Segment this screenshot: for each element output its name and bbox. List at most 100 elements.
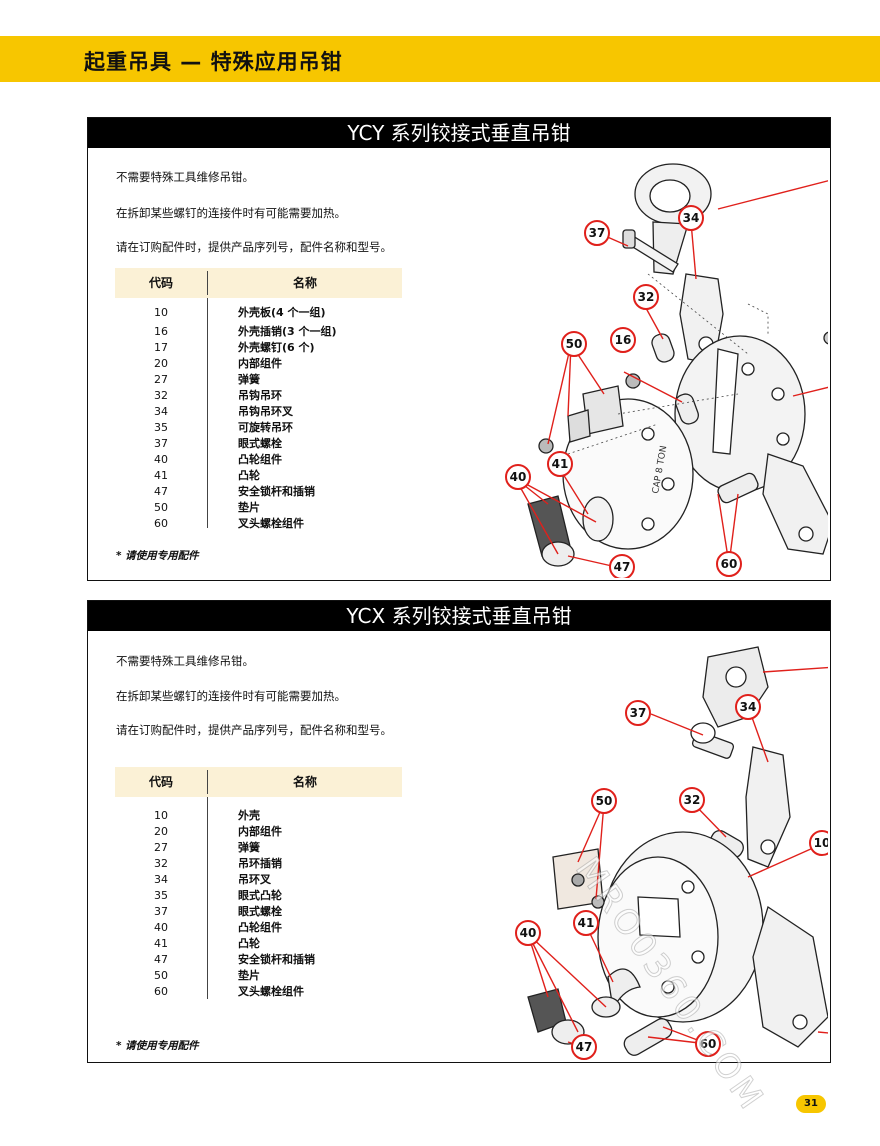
column-divider: [207, 797, 208, 999]
part-code: 35: [154, 421, 168, 434]
callout-label: 40: [510, 470, 527, 484]
table-row: 20 内部组件: [115, 824, 395, 840]
part-code: 47: [154, 485, 168, 498]
callout-label: 47: [614, 560, 631, 574]
panel-ycx: YCX 系列铰接式垂直吊钳 不需要特殊工具维修吊钳。 在拆卸某些螺钉的连接件时有…: [87, 600, 831, 1063]
table-header: 代码 名称: [115, 268, 402, 298]
table-row: 34 吊环叉: [115, 872, 395, 888]
note-text: 请在订购配件时，提供产品序列号，配件名称和型号。: [116, 723, 392, 737]
part-name: 眼式螺栓: [238, 437, 282, 450]
table-row: 50 垫片: [115, 500, 395, 516]
note-text: 请在订购配件时，提供产品序列号，配件名称和型号。: [116, 240, 392, 254]
callout-label: 41: [578, 916, 595, 930]
panel-title: YCX 系列铰接式垂直吊钳: [88, 601, 830, 631]
note-text: 不需要特殊工具维修吊钳。: [116, 654, 254, 668]
header-bar: 起重吊具 — 特殊应用吊钳: [0, 36, 880, 82]
part-name: 外壳: [238, 809, 260, 822]
table-row: 47 安全锁杆和插销: [115, 484, 395, 500]
part-code: 10: [154, 306, 168, 319]
callout-label: 50: [596, 794, 613, 808]
callout-label: 32: [684, 793, 701, 807]
note-text: 在拆卸某些螺钉的连接件时有可能需要加热。: [116, 206, 346, 220]
part-name: 内部组件: [238, 825, 282, 838]
panel-ycy: YCY 系列铰接式垂直吊钳 不需要特殊工具维修吊钳。 在拆卸某些螺钉的连接件时有…: [87, 117, 831, 581]
part-code: 50: [154, 501, 168, 514]
table-row: 10 外壳板(4 个一组): [115, 305, 395, 321]
part-code: 34: [154, 873, 168, 886]
table-row: 10 外壳: [115, 808, 395, 824]
part-name: 垫片: [238, 501, 260, 514]
table-row: 40 凸轮组件: [115, 452, 395, 468]
part-name: 安全锁杆和插销: [238, 953, 315, 966]
part-name: 吊钩吊环叉: [238, 405, 293, 418]
part-name: 眼式螺栓: [238, 905, 282, 918]
part-code: 41: [154, 469, 168, 482]
part-name: 吊环叉: [238, 873, 271, 886]
callout-label: 50: [566, 337, 583, 351]
table-row: 20 内部组件: [115, 356, 395, 372]
part-name: 叉头螺栓组件: [238, 517, 304, 530]
callout-label: 60: [721, 557, 738, 571]
part-name: 凸轮组件: [238, 453, 282, 466]
callout-label: 41: [552, 457, 569, 471]
table-row: 35 可旋转吊环: [115, 420, 395, 436]
part-name: 弹簧: [238, 373, 260, 386]
callout-label: 34: [740, 700, 757, 714]
callout-label: 60: [700, 1037, 717, 1051]
column-header-name: 名称: [292, 276, 317, 290]
part-code: 40: [154, 453, 168, 466]
part-code: 41: [154, 937, 168, 950]
part-name: 外壳螺钉(6 个): [238, 341, 315, 354]
part-name: 叉头螺栓组件: [238, 985, 304, 998]
part-code: 50: [154, 969, 168, 982]
part-code: 37: [154, 437, 168, 450]
column-header-code: 代码: [148, 775, 173, 789]
part-code: 20: [154, 357, 168, 370]
part-code: 10: [154, 809, 168, 822]
table-row: 32 吊钩吊环: [115, 388, 395, 404]
table-row: 17 外壳螺钉(6 个): [115, 340, 395, 356]
page-title: 起重吊具 — 特殊应用吊钳: [84, 50, 343, 74]
part-code: 35: [154, 889, 168, 902]
part-code: 17: [154, 341, 168, 354]
callout-label: 37: [589, 226, 606, 240]
table-row: 34 吊钩吊环叉: [115, 404, 395, 420]
part-name: 垫片: [238, 969, 260, 982]
column-divider: [207, 298, 208, 528]
part-name: 眼式凸轮: [238, 889, 282, 902]
note-text: 不需要特殊工具维修吊钳。: [116, 170, 254, 184]
exploded-diagram-ycx: 35 37 34 50 32 10 27 41 40 20 60 47: [515, 646, 828, 1060]
callout-label: 16: [615, 333, 632, 347]
table-row: 35 眼式凸轮: [115, 888, 395, 904]
callout-label: 10: [814, 836, 828, 850]
part-code: 32: [154, 389, 168, 402]
part-name: 安全锁杆和插销: [238, 485, 315, 498]
table-header: 代码 名称: [115, 767, 402, 797]
divider: [207, 271, 208, 295]
part-name: 外壳插销(3 个一组): [238, 325, 337, 338]
part-name: 可旋转吊环: [238, 421, 293, 434]
part-code: 37: [154, 905, 168, 918]
column-header-name: 名称: [292, 775, 317, 789]
callout-label: 34: [683, 211, 700, 225]
table-row: 37 眼式螺栓: [115, 904, 395, 920]
part-code: 20: [154, 825, 168, 838]
part-name: 吊钩吊环: [238, 389, 282, 402]
footnote: * 请使用专用配件: [116, 550, 199, 562]
part-code: 34: [154, 405, 168, 418]
part-name: 外壳板(4 个一组): [238, 306, 326, 319]
table-row: 37 眼式螺栓: [115, 436, 395, 452]
part-name: 凸轮: [238, 937, 260, 950]
part-code: 27: [154, 841, 168, 854]
callout-label: 37: [630, 706, 647, 720]
part-name: 内部组件: [238, 357, 282, 370]
table-row: 41 凸轮: [115, 936, 395, 952]
